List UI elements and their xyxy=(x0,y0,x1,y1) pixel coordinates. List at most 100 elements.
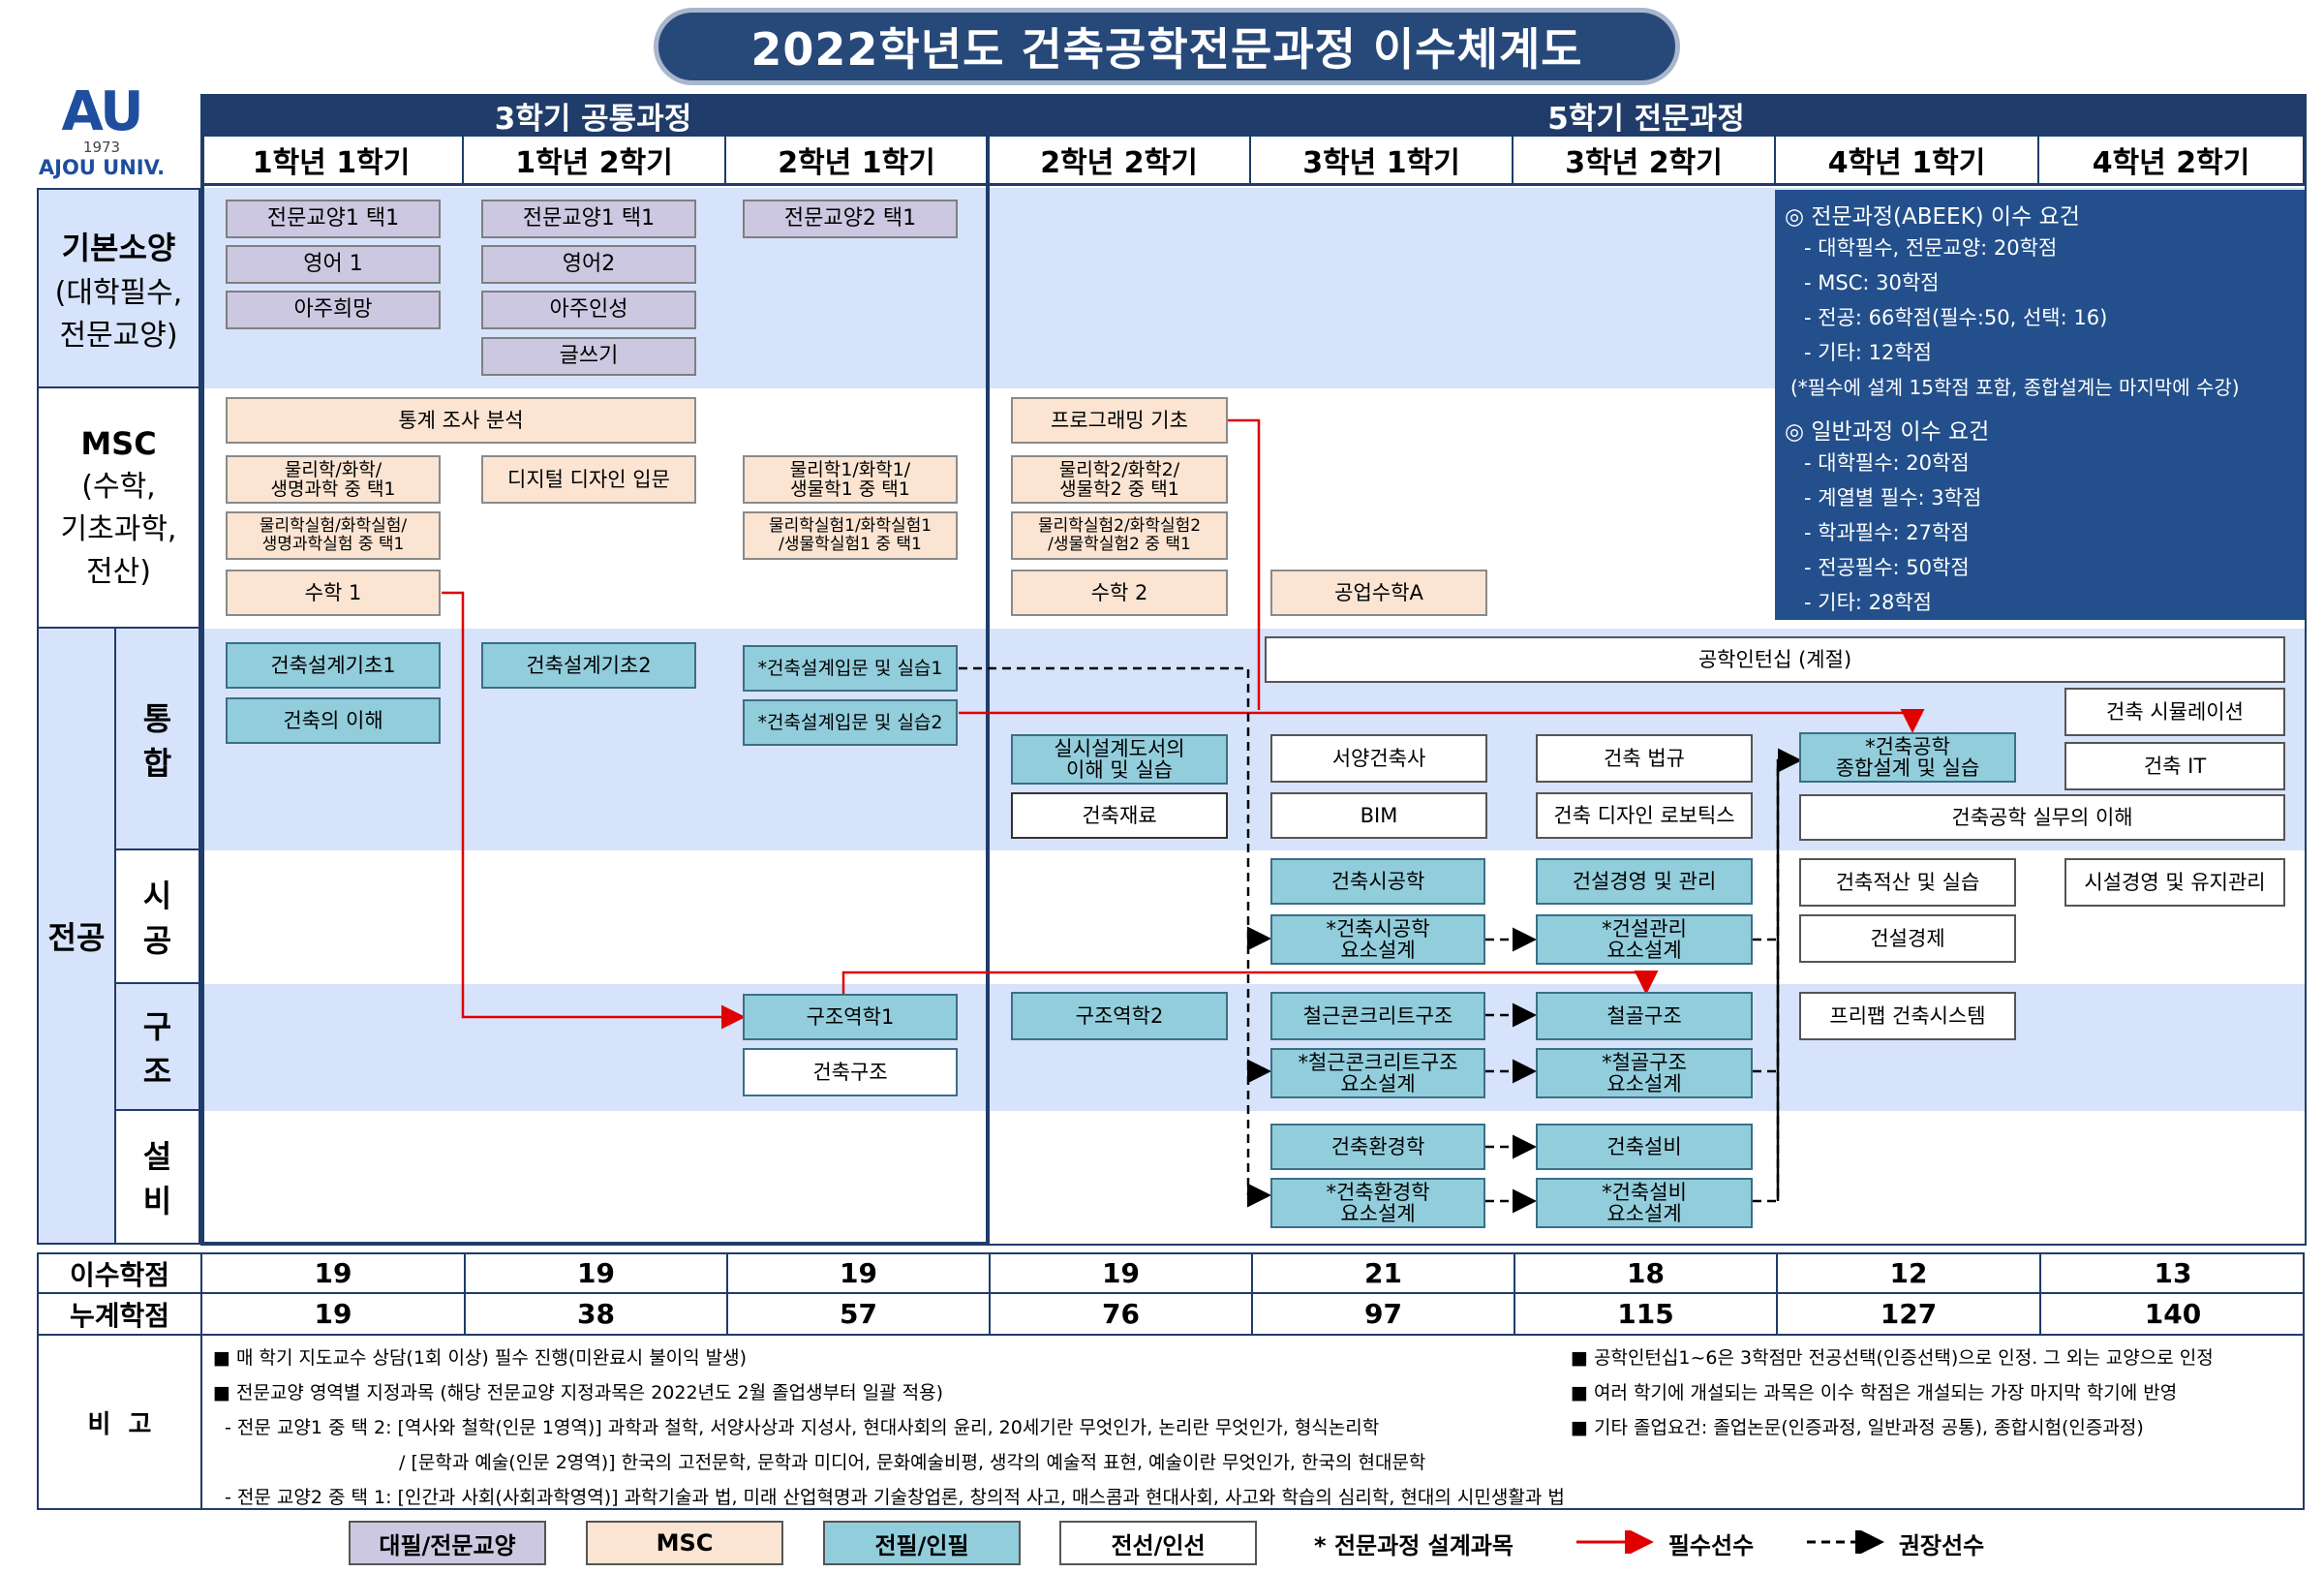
semester-header: 4학년 2학기 xyxy=(2039,137,2305,186)
diagram-frame xyxy=(988,94,2307,1246)
cumulative-value: 19 xyxy=(202,1294,466,1334)
course-line: 요소설계 xyxy=(1340,1202,1416,1225)
required-arrow xyxy=(841,971,1659,995)
legend-teal: 전필/인필 xyxy=(823,1521,1021,1565)
course-box: 프로그래밍 기초 xyxy=(1011,397,1228,444)
course-line: 요소설계 xyxy=(1606,1072,1682,1095)
semester-header: 2학년 2학기 xyxy=(989,137,1251,186)
course-line: *철근콘크리트구조 xyxy=(1298,1051,1458,1074)
credit-value: 19 xyxy=(728,1254,991,1294)
course-box: 통계 조사 분석 xyxy=(226,397,696,444)
course-box: 건축 디자인 로보틱스 xyxy=(1536,792,1753,839)
remark-line: ■ 공학인턴십1~6은 3학점만 전공선택(인증선택)으로 인정. 그 외는 교… xyxy=(1571,1347,2214,1369)
course-line: 생물학1 중 택1 xyxy=(790,478,910,500)
course-box: *건축설계입문 및 실습1 xyxy=(743,645,958,692)
legend-required: 필수선수 xyxy=(1667,1531,1755,1559)
course-box: 구조역학1 xyxy=(743,994,958,1040)
category-basic-line: (대학필수, xyxy=(54,275,183,310)
legend-white: 전선/인선 xyxy=(1059,1521,1257,1565)
semester-header: 1학년 1학기 xyxy=(200,137,464,186)
course-box: 건축의 이해 xyxy=(226,697,441,744)
course-box: 건축적산 및 실습 xyxy=(1799,858,2016,907)
category-basic-title: 기본소양 xyxy=(61,229,176,266)
course-box: 구조역학2 xyxy=(1011,992,1228,1040)
req-item: - 전공필수: 50학점 xyxy=(1804,556,1970,579)
remark-line: ■ 기타 졸업요건: 졸업논문(인증과정, 일반과정 공통), 종합시험(인증과… xyxy=(1571,1417,2144,1438)
course-line: 종합설계 및 실습 xyxy=(1835,756,1980,780)
course-box: 건설경제 xyxy=(1799,914,2016,963)
req-item: - 대학필수: 20학점 xyxy=(1804,451,1970,475)
legend-recommended-line xyxy=(1807,1530,1884,1554)
course-box: 글쓰기 xyxy=(481,337,696,376)
requirements-box: ◎ 전문과정(ABEEK) 이수 요건 - 대학필수, 전문교양: 20학점 -… xyxy=(1775,190,2305,620)
course-line: *건설관리 xyxy=(1602,917,1687,941)
course-box: 물리학실험2/화학실험2/생물학실험2 중 택1 xyxy=(1011,511,1228,560)
logo-name: AJOU UNIV. xyxy=(38,156,166,179)
cumulative-value: 140 xyxy=(2144,1298,2202,1330)
req-item: - 계열별 필수: 3학점 xyxy=(1804,486,1982,509)
course-box: 물리학/화학/생명과학 중 택1 xyxy=(226,455,441,504)
remark-line: - 전문 교양2 중 택 1: [인간과 사회(사회과학영역)] 과학기술과 법… xyxy=(225,1487,1565,1508)
category-char: 비 xyxy=(142,1183,172,1219)
course-line: 물리학실험2/화학실험2 xyxy=(1037,516,1202,536)
credit-value: 19 xyxy=(466,1254,728,1294)
course-line: 물리학실험1/화학실험1 xyxy=(768,516,933,536)
req-item: - MSC: 30학점 xyxy=(1804,271,1940,294)
category-char: 통 xyxy=(142,699,172,737)
category-char: 구 xyxy=(142,1007,172,1045)
course-box: 철골구조 xyxy=(1536,992,1753,1040)
remark-line: / [문학과 예술(인문 2영역)] 한국의 고전문학, 문학과 미디어, 문화… xyxy=(399,1452,1426,1473)
credit-value: 13 xyxy=(2041,1254,2305,1294)
course-box: 건축구조 xyxy=(743,1048,958,1096)
semester-header: 2학년 1학기 xyxy=(726,137,989,186)
course-line: 물리학실험/화학실험/ xyxy=(259,516,408,536)
course-line: 생명과학실험 중 택1 xyxy=(261,535,405,554)
course-box: 건축시공학 xyxy=(1270,858,1485,905)
req-item: - 기타: 12학점 xyxy=(1804,341,1933,364)
req-item: - 기타: 28학점 xyxy=(1804,591,1933,614)
req-heading: ◎ 일반과정 이수 요건 xyxy=(1785,419,1990,445)
course-box: 건축 시뮬레이션 xyxy=(2064,688,2285,736)
course-box: 건설경영 및 관리 xyxy=(1536,858,1753,905)
page-title: 2022학년도 건축공학전문과정 이수체계도 xyxy=(654,8,1680,85)
req-item: - 학과필수: 27학점 xyxy=(1804,521,1970,544)
course-box: 물리학실험1/화학실험1/생물학실험1 중 택1 xyxy=(743,511,958,560)
course-box: 건축공학 실무의 이해 xyxy=(1799,794,2285,841)
course-box: 건축재료 xyxy=(1011,792,1228,839)
course-box: 건축 법규 xyxy=(1536,734,1753,783)
course-line: 요소설계 xyxy=(1606,1202,1682,1225)
legend-required-line xyxy=(1576,1530,1654,1554)
course-line: /생물학실험2 중 택1 xyxy=(1048,535,1191,554)
course-box: 건축설비 xyxy=(1536,1124,1753,1170)
course-box: 영어 1 xyxy=(226,245,441,284)
category-major: 전공 xyxy=(37,629,116,1245)
legend-peach: MSC xyxy=(586,1521,783,1565)
course-box: 철근콘크리트구조 xyxy=(1270,992,1485,1040)
band-equipment xyxy=(200,1111,2305,1245)
credit-value: 18 xyxy=(1515,1254,1778,1294)
category-char: 합 xyxy=(142,744,172,782)
course-box: 전문교양1 택1 xyxy=(481,200,696,238)
course-box: 물리학1/화학1/생물학1 중 택1 xyxy=(743,455,958,504)
semester-header: 3학년 2학기 xyxy=(1514,137,1776,186)
category-char: 시 xyxy=(142,878,172,914)
req-note: (*필수에 설계 15학점 포함, 종합설계는 마지막에 수강) xyxy=(1790,376,2240,399)
course-line: 요소설계 xyxy=(1340,939,1416,962)
req-item: - 전공: 66학점(필수:50, 선택: 16) xyxy=(1804,306,2108,329)
recommended-arrow xyxy=(1753,748,1802,941)
legend-pink: 대필/전문교양 xyxy=(349,1521,546,1565)
course-line: *건축공학 xyxy=(1865,735,1950,758)
course-box: 물리학실험/화학실험/생명과학실험 중 택1 xyxy=(226,511,441,560)
course-line: *철골구조 xyxy=(1602,1051,1687,1074)
course-line: 요소설계 xyxy=(1606,939,1682,962)
category-char: 조 xyxy=(142,1052,172,1090)
course-box: 디지털 디자인 입문 xyxy=(481,455,696,504)
course-box: 수학 1 xyxy=(226,570,441,616)
